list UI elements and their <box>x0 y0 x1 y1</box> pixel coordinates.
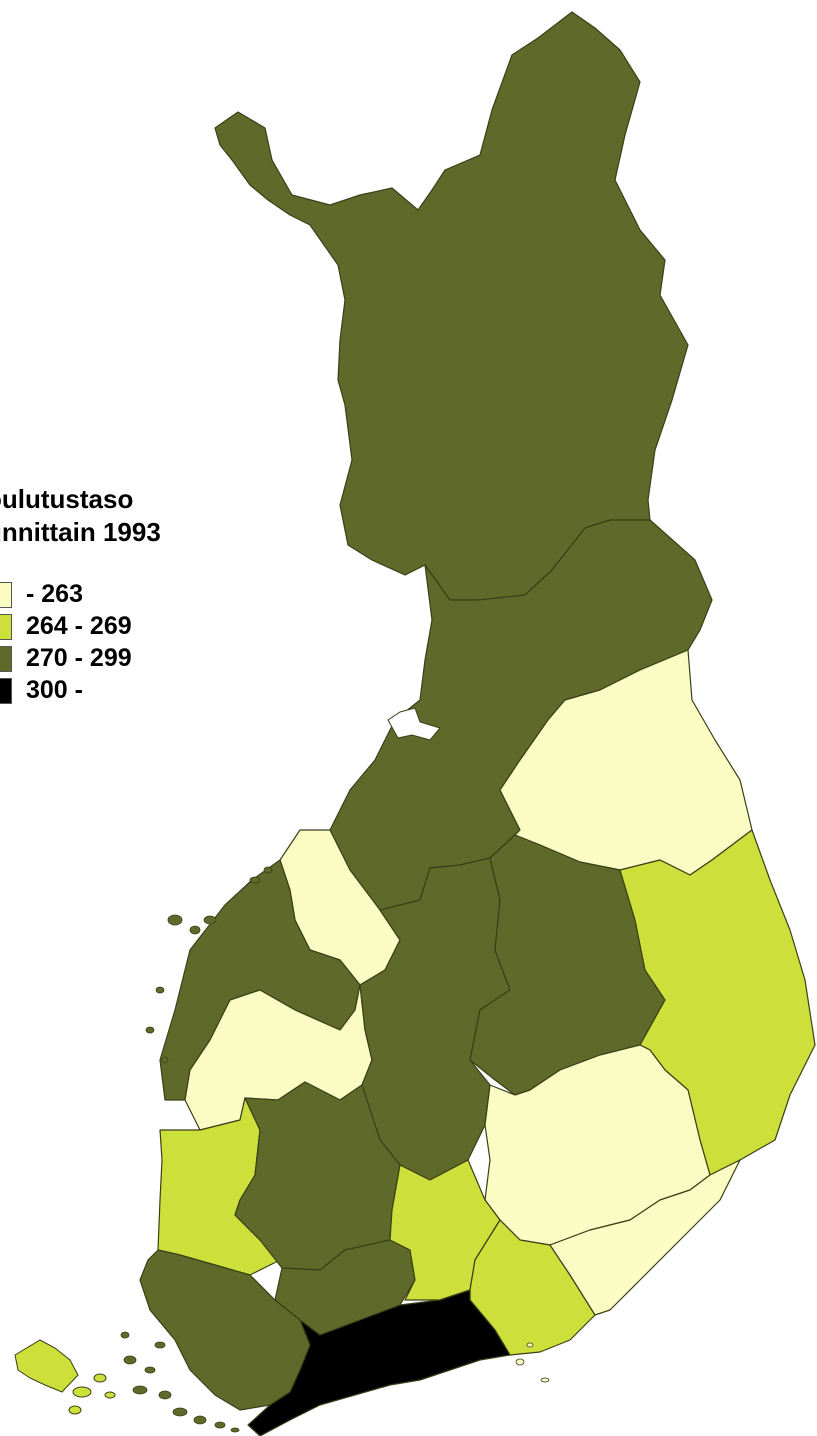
legend-title-line1: oulutustaso <box>0 484 134 514</box>
legend-swatch <box>0 613 12 640</box>
region-lapland[interactable] <box>214 11 689 601</box>
legend-label: 270 - 299 <box>26 644 132 672</box>
legend-item: - 263 <box>0 580 132 609</box>
legend-item: 264 - 269 <box>0 612 132 641</box>
legend-swatch <box>0 645 12 672</box>
legend-label: - 263 <box>26 580 83 608</box>
legend-title: oulutustaso unnittain 1993 <box>0 483 161 549</box>
region-uusimaa[interactable] <box>247 1289 511 1436</box>
legend-swatch <box>0 581 12 608</box>
legend-label: 300 - <box>26 676 83 704</box>
legend-item: 300 - <box>0 676 132 705</box>
legend-swatch <box>0 677 12 704</box>
legend-title-line2: unnittain 1993 <box>0 517 161 547</box>
archipelago-islets <box>120 866 273 1433</box>
legend-label: 264 - 269 <box>26 612 132 640</box>
legend-item: 270 - 299 <box>0 644 132 673</box>
lake-north <box>387 707 441 741</box>
aland-islands <box>14 1339 116 1415</box>
gulf-islets <box>515 1342 550 1383</box>
region-north-karelia[interactable] <box>619 829 816 1176</box>
region-south-karelia[interactable] <box>549 1159 741 1316</box>
legend: - 263 264 - 269 270 - 299 300 - <box>0 580 132 708</box>
